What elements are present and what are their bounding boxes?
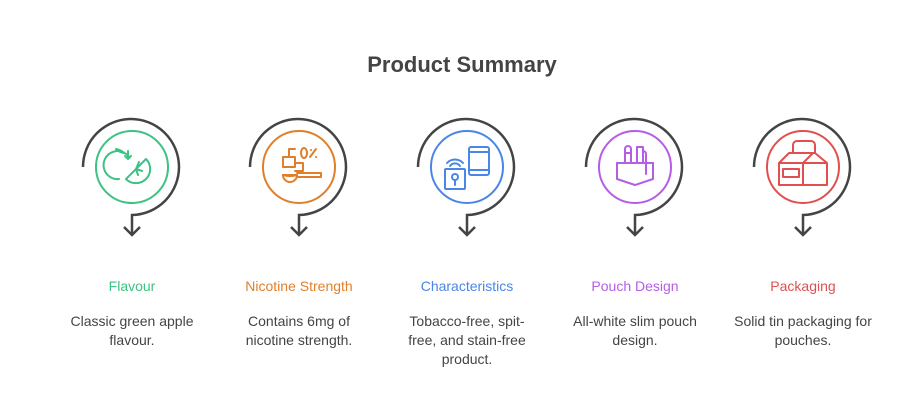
item-label: Nicotine Strength: [245, 278, 353, 294]
item-description: Classic green apple flavour.: [70, 313, 194, 348]
smart-devices-icon: [416, 117, 516, 237]
curved-arrow-icon: [81, 117, 181, 237]
curved-arrow-icon: [248, 117, 348, 237]
item-label: Characteristics: [420, 278, 514, 294]
curved-arrow-icon: [416, 117, 516, 237]
curved-arrow-icon: [752, 117, 852, 237]
apple-lime-icon: [81, 117, 181, 237]
item-label: Pouch Design: [591, 278, 679, 294]
item-description: Solid tin packaging for pouches.: [734, 313, 872, 348]
item-description: Contains 6mg of nicotine strength.: [245, 313, 353, 348]
icon-circle: [95, 130, 169, 204]
icon-circle: [262, 130, 336, 204]
item-description: Tobacco-free, spit-free, and stain-free …: [408, 313, 526, 367]
item-label: Packaging: [770, 278, 836, 294]
page-title: Product Summary: [367, 52, 557, 77]
measuring-spoon-icon: [248, 117, 348, 237]
item-label: Flavour: [108, 278, 156, 294]
pouch-pocket-icon: [584, 117, 684, 237]
package-box-icon: [752, 117, 852, 237]
item-description: All-white slim pouch design.: [573, 313, 697, 348]
icon-circle: [430, 130, 504, 204]
curved-arrow-icon: [584, 117, 684, 237]
icon-circle: [598, 130, 672, 204]
